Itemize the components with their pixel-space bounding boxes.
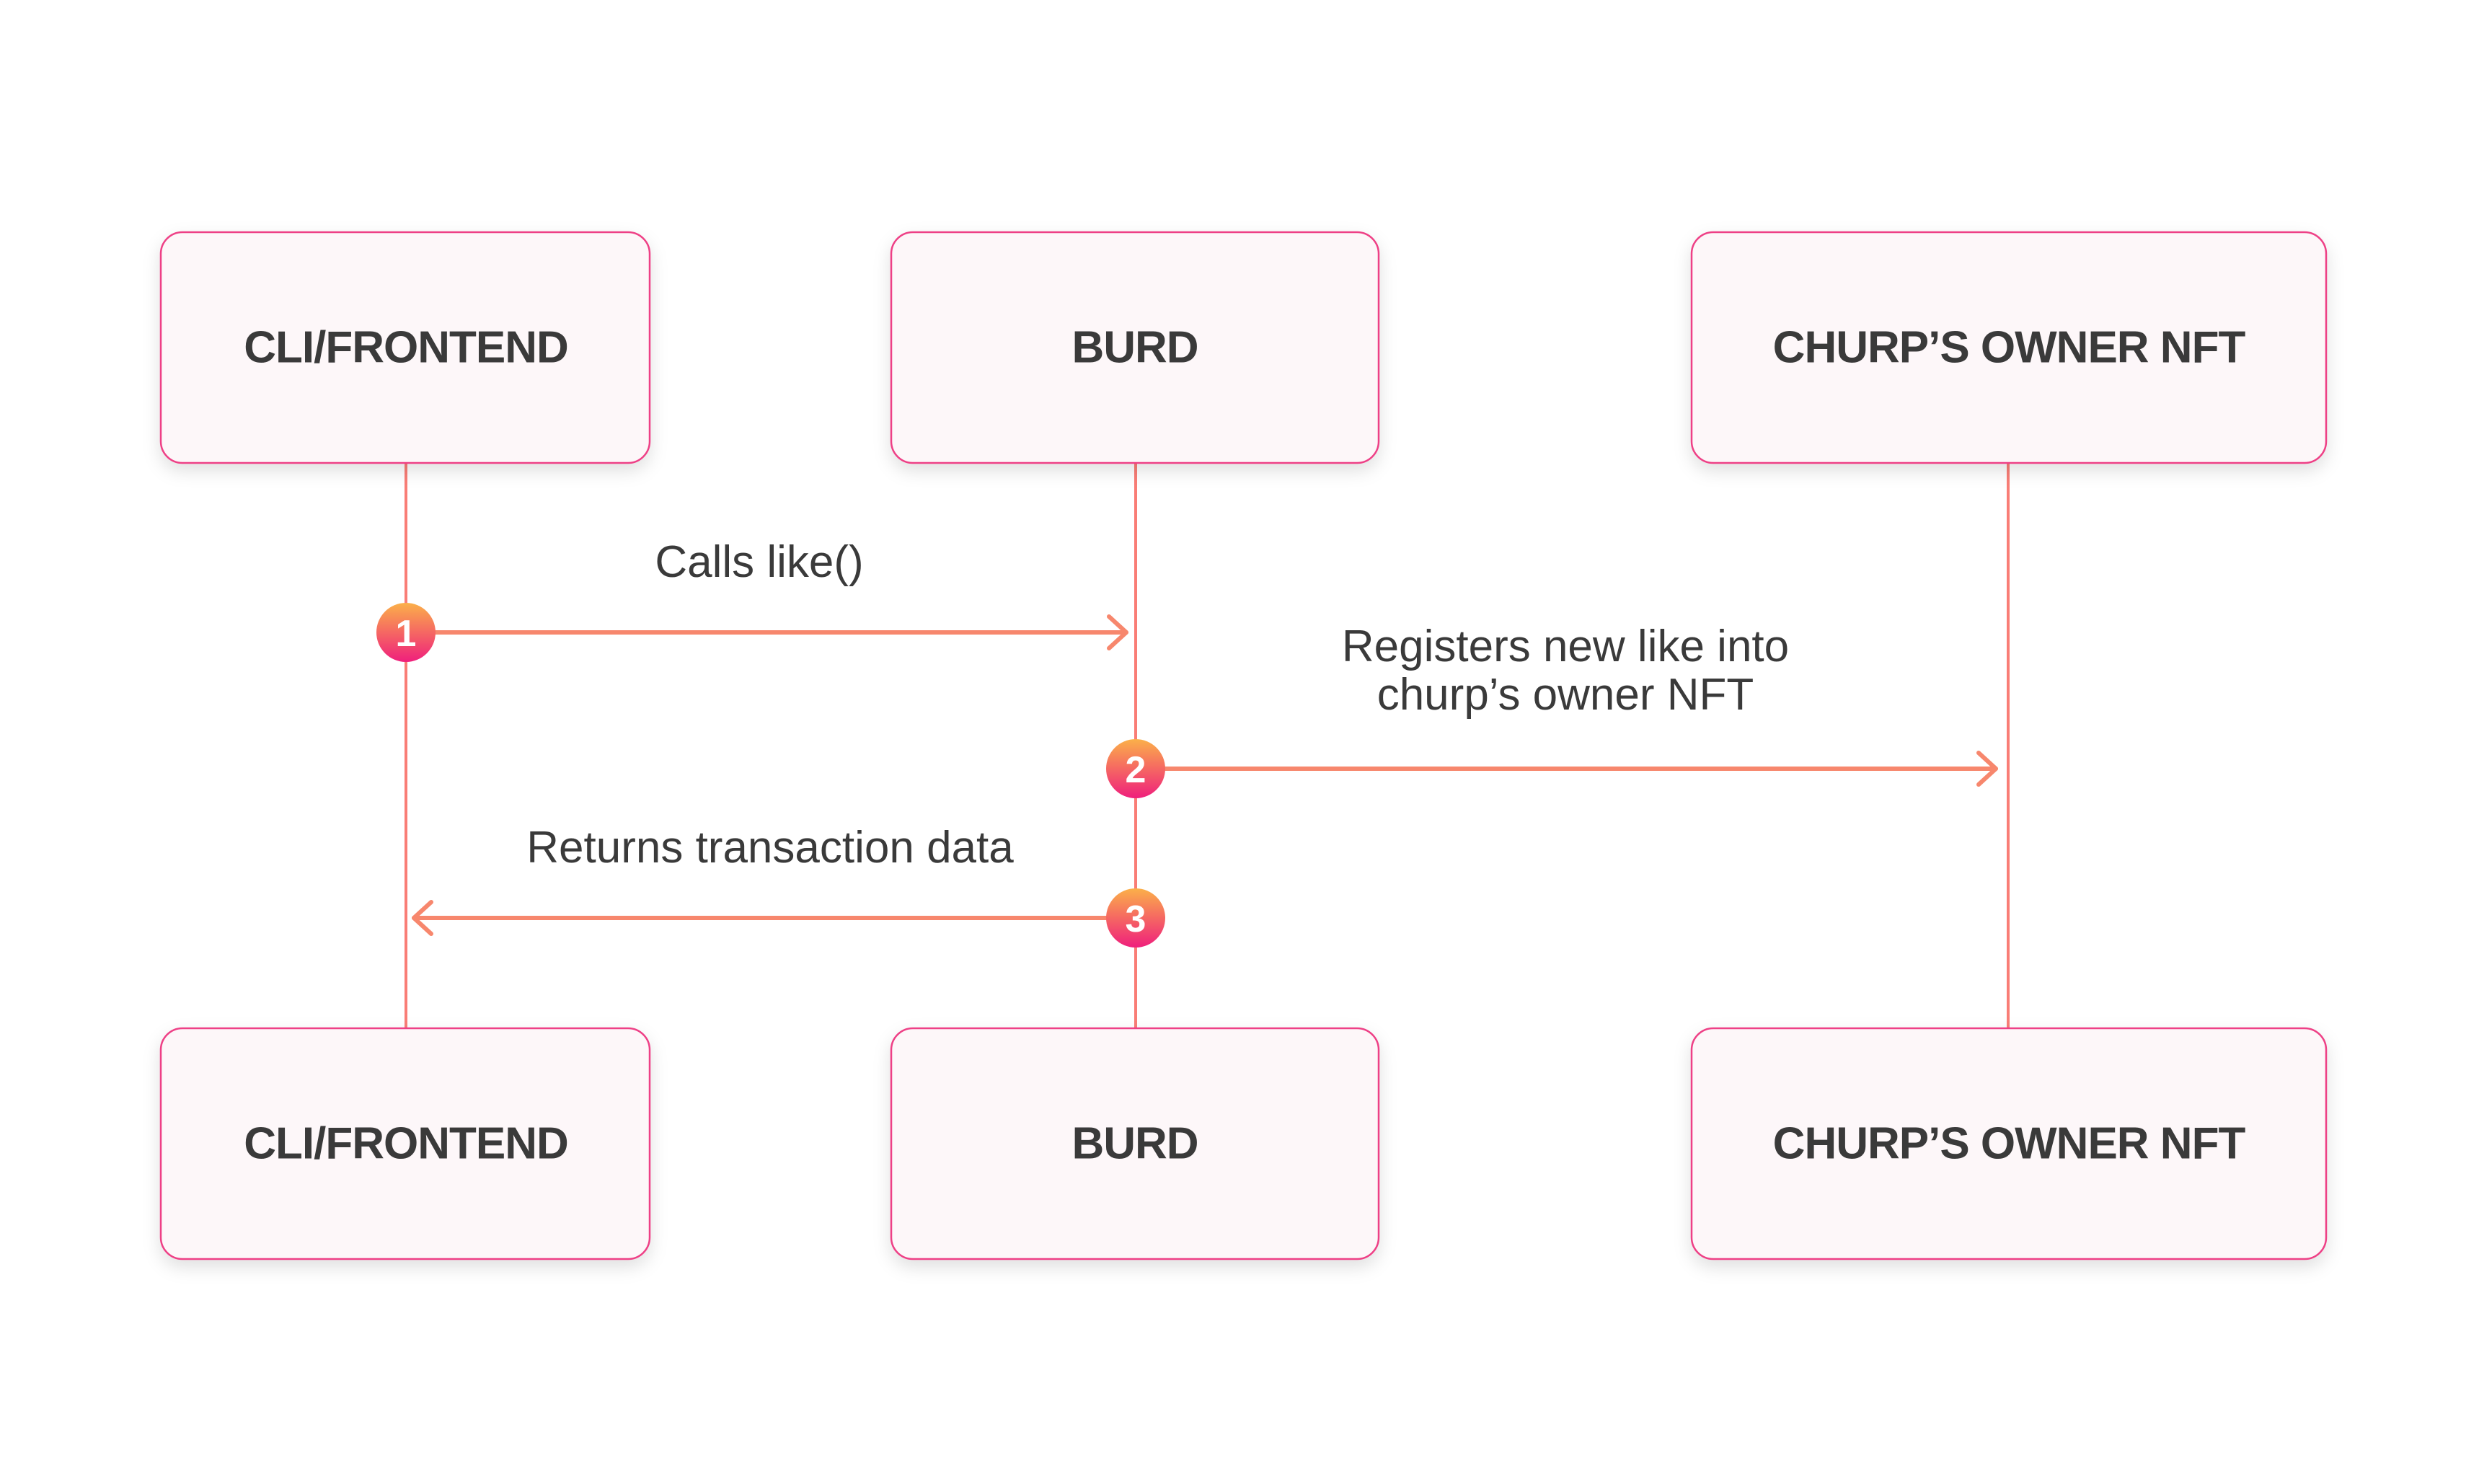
participant-top-churps-owner-nft: CHURP’S OWNER NFT [1690, 231, 2328, 464]
participant-top-burd-label: BURD [1071, 323, 1198, 373]
step-badge-1-number: 1 [396, 613, 417, 655]
message-2-label-line-1: Registers new like into [1342, 622, 1789, 671]
participant-top-burd: BURD [890, 231, 1380, 464]
step-badge-1 [376, 603, 436, 662]
participant-bottom-cli-frontend: CLI/FRONTEND [159, 1027, 651, 1260]
step-badge-2 [1106, 739, 1165, 798]
message-2-label-line-2: churp’s owner NFT [1377, 670, 1754, 720]
participant-bottom-churps-owner-nft-label: CHURP’S OWNER NFT [1773, 1119, 2246, 1169]
step-badge-3-number: 3 [1126, 898, 1146, 940]
message-2-arrowhead [1976, 751, 1998, 787]
participant-top-churps-owner-nft-label: CHURP’S OWNER NFT [1773, 323, 2246, 373]
message-3: Returns transaction data 3 [412, 823, 1165, 948]
participant-top-cli-frontend-label: CLI/FRONTEND [244, 323, 568, 373]
message-1-arrowhead [1107, 614, 1128, 650]
message-2: Registers new like into churp’s owner NF… [1106, 622, 1998, 798]
step-badge-2-number: 2 [1126, 749, 1146, 791]
participant-bottom-churps-owner-nft: CHURP’S OWNER NFT [1690, 1027, 2328, 1260]
participant-top-cli-frontend: CLI/FRONTEND [159, 231, 651, 464]
participant-bottom-burd-label: BURD [1071, 1119, 1198, 1169]
step-badge-3 [1106, 888, 1165, 948]
message-1-label: Calls like() [655, 537, 863, 587]
participant-bottom-burd: BURD [890, 1027, 1380, 1260]
message-3-arrowhead [412, 900, 433, 936]
participant-bottom-cli-frontend-label: CLI/FRONTEND [244, 1119, 568, 1169]
message-3-label: Returns transaction data [526, 823, 1014, 873]
message-1: Calls like() 1 [376, 537, 1128, 662]
